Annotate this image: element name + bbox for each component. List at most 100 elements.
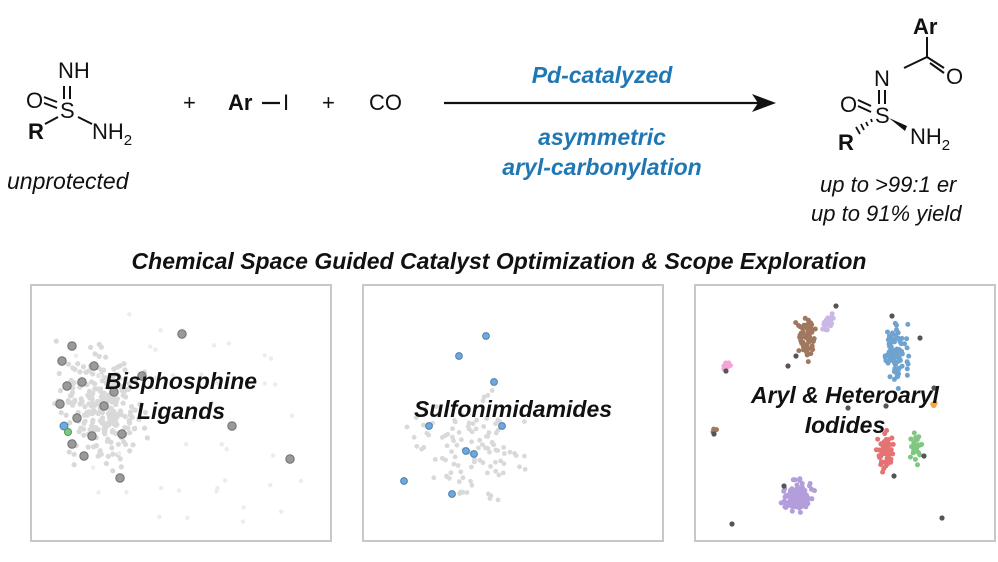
sulfonimidamide-point — [481, 394, 487, 400]
ligand-point — [268, 356, 274, 361]
ligand-point — [210, 400, 215, 405]
product-nh2-main: NH — [910, 124, 942, 149]
cluster-marker-point — [939, 515, 945, 521]
ligand-point — [127, 409, 134, 415]
ligand-point — [153, 347, 158, 352]
product-er: up to >99:1 er — [820, 172, 957, 197]
cluster-point-lavender — [823, 327, 829, 333]
product-c-o-double-bond-2 — [929, 62, 945, 74]
ligand-point — [99, 420, 105, 426]
cluster-point-blue — [889, 357, 895, 363]
ligand-point — [273, 382, 278, 387]
cluster-point-blue — [888, 346, 894, 352]
reactant-s-label: S — [60, 98, 75, 123]
sulfonimidamide-point — [522, 453, 527, 459]
sulfonimidamide-highlight-point — [482, 332, 490, 340]
ligand-highlight-point — [177, 329, 187, 339]
sulfonimidamide-highlight-point — [400, 477, 408, 485]
reactant-nh-label: NH — [58, 58, 90, 83]
cluster-point-green — [915, 462, 920, 468]
cluster-point-blue — [887, 374, 893, 380]
ligand-point — [87, 427, 93, 433]
cluster-point-brown — [812, 326, 818, 332]
cluster-point-red — [885, 453, 891, 459]
product-s-o-double-bond-2 — [857, 105, 872, 113]
ligand-point — [78, 396, 84, 402]
ligand-point — [126, 418, 132, 424]
sulfonimidamide-highlight-point — [490, 378, 498, 386]
sulfonimidamide-point — [456, 430, 462, 435]
ligand-point — [270, 453, 276, 458]
sulfonimidamide-point — [468, 478, 473, 484]
cluster-point-blue — [904, 336, 910, 342]
cluster-point-purple — [797, 490, 803, 496]
ligand-highlight-point — [117, 429, 127, 439]
ligand-highlight-point — [64, 428, 72, 436]
product-c-n-bond — [903, 56, 928, 69]
ligand-point — [241, 505, 246, 510]
cluster-point-blue — [892, 354, 898, 360]
cluster-point-brown — [802, 315, 808, 321]
ligand-point — [118, 464, 124, 470]
ligand-point — [153, 375, 158, 381]
reactant-nh2-subscript: 2 — [123, 132, 133, 149]
cluster-point-purple — [812, 488, 817, 494]
ligand-point — [91, 444, 97, 450]
cluster-point-brown — [805, 359, 811, 365]
ligand-point — [129, 414, 135, 420]
sulfonimidamide-point — [465, 424, 471, 429]
cluster-marker-point — [921, 453, 927, 459]
cluster-point-purple — [778, 500, 784, 506]
sulfonimidamide-point — [451, 461, 457, 467]
cluster-point-brown — [801, 347, 806, 353]
sulfonimidamide-point — [480, 398, 486, 404]
ligand-point — [123, 394, 129, 400]
ligand-point — [57, 388, 64, 394]
sulfonimidamide-point — [500, 470, 506, 476]
ligand-point — [137, 401, 143, 407]
ligand-point — [66, 449, 72, 455]
sulfonimidamide-point — [469, 429, 475, 435]
condition-line-3: aryl-carbonylation — [502, 154, 702, 180]
ligand-point — [125, 386, 132, 392]
panel-aryl-iodides: Aryl & Heteroaryl Iodides — [694, 284, 996, 542]
product-s-label: S — [875, 103, 890, 128]
panel-2-label: Sulfonimidamides — [413, 396, 613, 422]
product-nh2-label: NH2 — [910, 124, 950, 154]
ligand-scatter — [52, 312, 304, 524]
sulfonimidamide-point — [469, 482, 475, 488]
ligand-point — [94, 386, 100, 392]
ligand-point — [122, 367, 128, 373]
ligand-point — [92, 351, 98, 357]
sulfonimidamide-highlight-point — [448, 490, 456, 498]
product-carbonyl-o-label: O — [946, 64, 964, 89]
ligand-point — [127, 430, 133, 436]
cluster-point-red — [883, 437, 889, 442]
ligand-point — [88, 344, 94, 350]
sulfonimidamide-point — [501, 461, 507, 467]
sulfonimidamide-point — [522, 419, 527, 424]
ligand-highlight-point — [79, 451, 89, 461]
ligand-point — [81, 420, 87, 426]
ligand-point — [73, 353, 79, 358]
sulfonimidamide-point — [451, 438, 456, 444]
cluster-point-brown — [809, 343, 815, 349]
ligand-point — [119, 385, 125, 391]
ligand-point — [77, 401, 83, 407]
ligand-point — [103, 460, 109, 467]
cluster-point-blue — [904, 366, 910, 372]
ligand-highlight-point — [89, 361, 99, 371]
cluster-point-green — [910, 450, 916, 456]
ligand-point — [185, 515, 190, 520]
ligand-point — [211, 343, 217, 348]
panel-3-label-line-1: Aryl & Heteroaryl — [751, 382, 939, 408]
sulfonimidamide-point — [472, 456, 477, 462]
sulfonimidamide-point — [517, 464, 522, 470]
cluster-point-brown — [799, 325, 805, 331]
sulfonimidamide-highlight-point — [425, 422, 433, 430]
ligand-point — [117, 375, 123, 381]
ligand-point — [108, 405, 114, 411]
plus-sign-2: + — [322, 90, 335, 115]
sulfonimidamide-point — [495, 417, 501, 423]
cluster-marker-point — [845, 405, 851, 411]
